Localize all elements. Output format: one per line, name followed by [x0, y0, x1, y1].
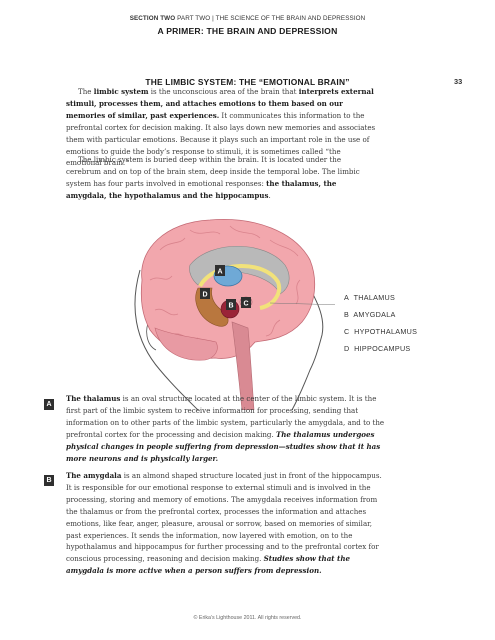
amygdala-badge: B [44, 475, 54, 486]
location-paragraph: The limbic system is buried deep within … [66, 154, 376, 202]
legend-item-hypothalamus: C HYPOTHALAMUS [344, 327, 418, 336]
label-c: C [241, 297, 251, 308]
legend-item-thalamus: A THALAMUS [344, 293, 396, 302]
intro-rest: It communicates this information to the … [66, 110, 376, 168]
label-a: A [215, 265, 225, 276]
svg-text:B: B [228, 303, 233, 310]
intro-term: limbic system [93, 87, 149, 96]
section-label: SECTION TWO [129, 15, 176, 22]
face-outline [291, 279, 324, 410]
thalamus-paragraph: The thalamus is an oval structure locate… [66, 393, 386, 464]
svg-text:D: D [202, 292, 207, 299]
location-end: . [268, 190, 271, 200]
thalamus-badge: A [44, 399, 54, 410]
amygdala-text: is an almond shaped structure located ju… [66, 471, 382, 564]
running-header: SECTION TWO PART TWO | THE SCIENCE OF TH… [0, 15, 495, 22]
intro-bold: interprets external stimuli, processes t… [66, 87, 374, 120]
svg-text:C: C [243, 301, 248, 308]
section-heading: THE LIMBIC SYSTEM: THE “EMOTIONAL BRAIN” [145, 77, 350, 87]
amygdala-paragraph: The amygdala is an almond shaped structu… [66, 470, 386, 577]
label-b: B [226, 299, 236, 310]
brain-diagram: A D B C [134, 218, 335, 410]
brain-stem [231, 321, 255, 410]
intro-lead: The [78, 87, 94, 96]
label-d: D [200, 288, 210, 299]
intro-paragraph: The limbic system is the unconscious are… [66, 86, 376, 169]
intro-mid: is the unconscious area of the brain tha… [148, 87, 299, 96]
page-number: 33 [454, 77, 463, 86]
thalamus-text: is an oval structure located at the cent… [66, 394, 385, 439]
head-outline [134, 269, 199, 410]
thalamus-emphasis: The thalamus undergoes physical changes … [66, 429, 381, 463]
section-subtitle: PART TWO | THE SCIENCE OF THE BRAIN AND … [177, 15, 366, 22]
copyright-footer: © Erika’s Lighthouse 2011. All rights re… [193, 615, 302, 621]
legend-item-hippocampus: D HIPPOCAMPUS [344, 344, 411, 353]
location-bold: the thalamus, the amygdala, the hypothal… [66, 178, 337, 200]
cerebellum [154, 327, 218, 361]
thalamus-term: The thalamus [66, 394, 121, 403]
location-text: The limbic system is buried deep within … [66, 155, 360, 188]
page-title: A PRIMER: THE BRAIN AND DEPRESSION [157, 26, 338, 36]
legend-item-amygdala: B AMYGDALA [344, 310, 396, 319]
amygdala-emphasis: Studies show that the amygdala is more a… [66, 554, 350, 576]
svg-text:A: A [217, 269, 222, 276]
amygdala-term: The amygdala [66, 471, 122, 480]
pointer-line [269, 302, 335, 305]
